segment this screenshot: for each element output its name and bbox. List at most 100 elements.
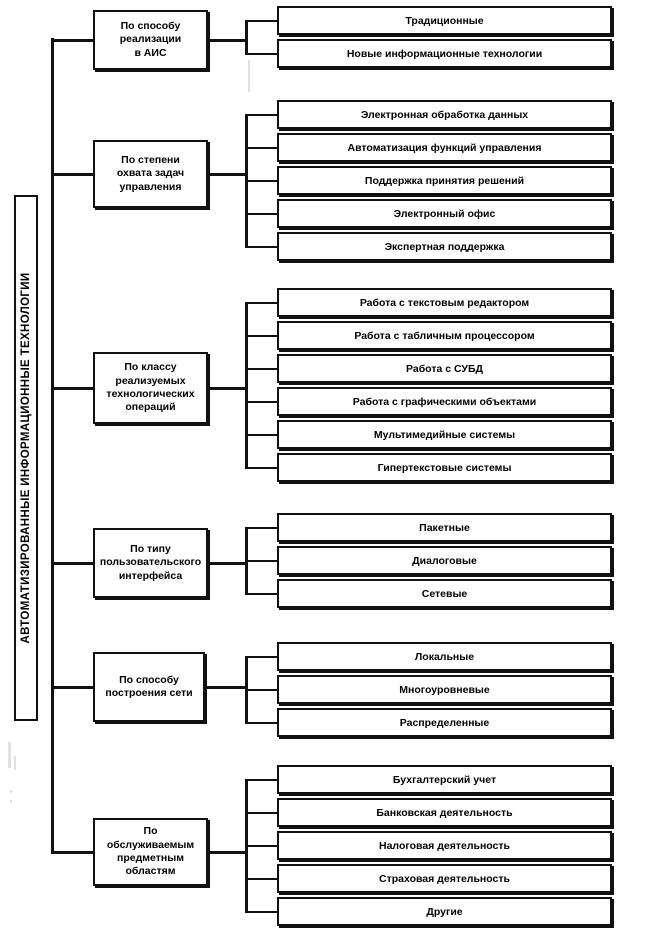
leaf-connector <box>245 19 279 22</box>
leaf-node[interactable]: Страховая деятельность <box>277 864 612 893</box>
scan-artifact <box>14 756 16 770</box>
leaf-node[interactable]: Работа с графическими объектами <box>277 387 612 416</box>
leaf-connector <box>245 212 279 215</box>
leaf-connector <box>245 592 279 595</box>
leaf-node-label: Мультимедийные системы <box>373 428 516 441</box>
leaf-node-label: Новые информационные технологии <box>346 47 543 60</box>
leaf-bracket-spine <box>245 302 248 468</box>
leaf-node-label: Другие <box>426 905 463 918</box>
leaf-connector <box>245 466 279 469</box>
leaf-node[interactable]: Электронный офис <box>277 199 612 228</box>
leaf-node-label: Поддержка принятия решений <box>364 174 525 187</box>
leaf-connector <box>245 179 279 182</box>
leaf-node-label: Автоматизация функций управления <box>347 141 542 154</box>
trunk-branch-connector <box>51 562 95 565</box>
leaf-node[interactable]: Локальные <box>277 642 612 671</box>
leaf-node-label: Налоговая деятельность <box>378 839 510 852</box>
leaf-node[interactable]: Распределенные <box>277 708 612 737</box>
leaf-node[interactable]: Банковская деятельность <box>277 798 612 827</box>
leaf-connector <box>245 559 279 562</box>
leaf-node-label: Традиционные <box>405 14 484 27</box>
scan-artifact <box>248 60 250 92</box>
leaf-node-label: Работа с табличным процессором <box>354 329 535 342</box>
category-bracket-stem <box>205 686 247 689</box>
leaf-connector <box>245 688 279 691</box>
leaf-connector <box>245 367 279 370</box>
leaf-node[interactable]: Налоговая деятельность <box>277 831 612 860</box>
leaf-connector <box>245 721 279 724</box>
leaf-connector <box>245 844 279 847</box>
leaf-connector <box>245 433 279 436</box>
leaf-node[interactable]: Работа с текстовым редактором <box>277 288 612 317</box>
leaf-node[interactable]: Мультимедийные системы <box>277 420 612 449</box>
leaf-connector <box>245 811 279 814</box>
leaf-node[interactable]: Другие <box>277 897 612 926</box>
category-bracket-stem <box>208 39 247 42</box>
leaf-connector <box>245 52 279 55</box>
leaf-node-label: Электронный офис <box>393 207 496 220</box>
leaf-connector <box>245 877 279 880</box>
category-bracket-stem <box>208 562 247 565</box>
leaf-node-label: Диалоговые <box>412 554 477 567</box>
leaf-node[interactable]: Новые информационные технологии <box>277 39 612 68</box>
leaf-node-label: Экспертная поддержка <box>384 240 505 253</box>
leaf-connector <box>245 334 279 337</box>
leaf-connector <box>245 655 279 658</box>
leaf-node-label: Страховая деятельность <box>379 872 510 885</box>
leaf-node[interactable]: Диалоговые <box>277 546 612 575</box>
leaf-connector <box>245 526 279 529</box>
category-bracket-stem <box>208 387 247 390</box>
leaf-node-label: Гипертекстовые системы <box>377 461 512 474</box>
leaf-node-label: Работа с графическими объектами <box>352 395 537 408</box>
root-node-label: АВТОМАТИЗИРОВАННЫЕ ИНФОРМАЦИОННЫЕ ТЕХНОЛ… <box>20 272 32 644</box>
category-bracket-stem <box>208 851 247 854</box>
scan-artifact <box>8 742 11 768</box>
trunk-branch-connector <box>51 387 95 390</box>
leaf-node[interactable]: Экспертная поддержка <box>277 232 612 261</box>
leaf-node-label: Бухгалтерский учет <box>392 773 497 786</box>
leaf-node-label: Работа с СУБД <box>405 362 483 375</box>
leaf-connector <box>245 400 279 403</box>
leaf-connector <box>245 778 279 781</box>
leaf-node[interactable]: Автоматизация функций управления <box>277 133 612 162</box>
leaf-node[interactable]: Работа с табличным процессором <box>277 321 612 350</box>
leaf-bracket-spine <box>245 20 248 54</box>
root-node: АВТОМАТИЗИРОВАННЫЕ ИНФОРМАЦИОННЫЕ ТЕХНОЛ… <box>14 195 38 721</box>
leaf-node[interactable]: Работа с СУБД <box>277 354 612 383</box>
trunk-branch-connector <box>51 686 95 689</box>
leaf-node[interactable]: Бухгалтерский учет <box>277 765 612 794</box>
leaf-node-label: Банковская деятельность <box>376 806 513 819</box>
leaf-node[interactable]: Гипертекстовые системы <box>277 453 612 482</box>
leaf-node[interactable]: Поддержка принятия решений <box>277 166 612 195</box>
leaf-node-label: Сетевые <box>421 587 468 600</box>
category-bracket-stem <box>208 173 247 176</box>
trunk-branch-connector <box>51 39 95 42</box>
leaf-node[interactable]: Пакетные <box>277 513 612 542</box>
leaf-node[interactable]: Электронная обработка данных <box>277 100 612 129</box>
leaf-node[interactable]: Многоуровневые <box>277 675 612 704</box>
trunk-branch-connector <box>51 173 95 176</box>
leaf-node-label: Пакетные <box>419 521 470 534</box>
leaf-node[interactable]: Сетевые <box>277 579 612 608</box>
trunk-branch-connector <box>51 851 95 854</box>
leaf-node-label: Электронная обработка данных <box>360 108 529 121</box>
scan-artifact <box>10 800 12 803</box>
leaf-connector <box>245 113 279 116</box>
leaf-node[interactable]: Традиционные <box>277 6 612 35</box>
leaf-connector <box>245 910 279 913</box>
trunk-line <box>51 38 54 852</box>
leaf-connector <box>245 301 279 304</box>
scan-artifact <box>10 790 12 793</box>
